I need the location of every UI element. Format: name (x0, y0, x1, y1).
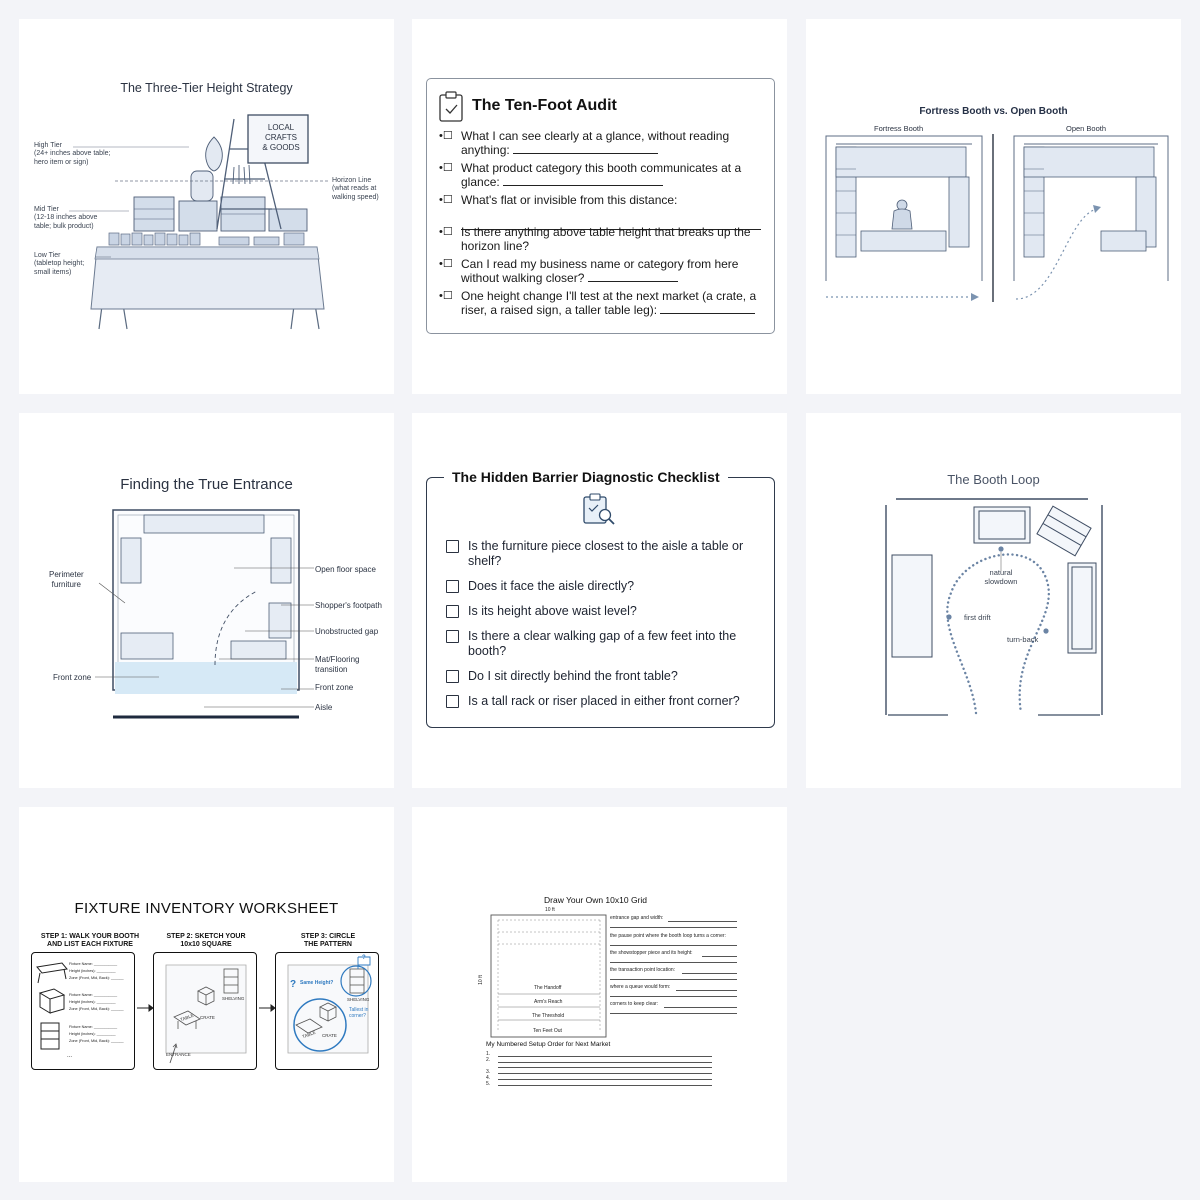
zone-threshold: The Threshold (532, 1013, 565, 1019)
prompt-entrance: entrance gap and width: (610, 915, 664, 921)
high-tier-label: High Tier(24+ inches above table;hero it… (34, 142, 111, 166)
panel-hidden-barrier: The Hidden Barrier Diagnostic Checklist … (412, 413, 787, 788)
list-item: Is the furniture piece closest to the ai… (446, 539, 766, 569)
table-illustration (69, 114, 329, 330)
step-1-box: Fixture Name: ___________Height (inches)… (31, 952, 135, 1070)
prompt-showstopper: the showstopper piece and its height: (610, 950, 693, 956)
fixture-fields-2: Fixture Name: ___________Height (inches)… (69, 993, 124, 1011)
list-item: What's flat or invisible from this dista… (439, 193, 764, 230)
step-arrows (137, 1004, 276, 1012)
grid-frame (490, 914, 607, 1038)
checklist: Is the furniture piece closest to the ai… (446, 539, 766, 719)
zone-ten-feet: Ten Feet Out (533, 1028, 562, 1034)
list-item: Can I read my business name or category … (439, 257, 764, 285)
audit-title: The Ten-Foot Audit (472, 97, 617, 114)
pattern-q-mark: ? (290, 979, 297, 990)
pattern-illustration (287, 956, 372, 1054)
panel-three-tier: The Three-Tier Height Strategy (19, 19, 394, 394)
panel-title: The Booth Loop (947, 472, 1040, 487)
low-tier-label: Low Tier(tabletop height;small items) (34, 252, 85, 276)
list-item: Does it face the aisle directly? (446, 579, 766, 594)
sketch-crate-label: CRATE (200, 1015, 215, 1020)
list-item: What I can see clearly at a glance, with… (439, 129, 764, 157)
list-item: Is there anything above table height tha… (439, 225, 764, 253)
sketch-entrance-label: ENTRANCE (166, 1052, 191, 1057)
order-num: 2. (486, 1057, 491, 1063)
pattern-same-height-label: Same Height? (300, 980, 334, 986)
footpath-label: Shopper's footpath (315, 601, 382, 610)
first-drift-label: first drift (964, 613, 991, 622)
prompt-queue: where a queue would form: (610, 984, 671, 990)
list-item: Is its height above waist level? (446, 604, 766, 619)
order-num: 3. (486, 1069, 491, 1075)
prompt-pause: the pause point where the booth loop tur… (610, 933, 726, 939)
panel-title: Fortress Booth vs. Open Booth (919, 106, 1068, 117)
order-num: 1. (486, 1051, 491, 1057)
turn-back-label: turn-back (1007, 635, 1039, 644)
worksheet-title: FIXTURE INVENTORY WORKSHEET (74, 900, 339, 917)
order-num: 4. (486, 1075, 491, 1081)
fixture-fields-3: Fixture Name: ___________Height (inches)… (69, 1025, 124, 1043)
booth-loop-illustration (885, 498, 1103, 716)
fortress-label: Fortress Booth (874, 124, 924, 133)
grid-title: Draw Your Own 10x10 Grid (544, 895, 647, 905)
sketch-illustration (165, 964, 247, 1064)
checklist-title: The Hidden Barrier Diagnostic Checklist (444, 469, 728, 485)
audit-list: What I can see clearly at a glance, with… (439, 129, 764, 321)
gap-label: Unobstructed gap (315, 627, 379, 636)
list-item: Is a tall rack or riser placed in either… (446, 694, 766, 709)
clipboard-icon (439, 91, 463, 122)
open-label: Open Booth (1066, 124, 1107, 133)
front-zone-left-label: Front zone (53, 673, 92, 682)
front-zone-right-label: Front zone (315, 683, 354, 692)
zone-handoff: The Handoff (534, 985, 562, 991)
pattern-crate-label: CRATE (322, 1033, 337, 1038)
pattern-flag-q: ? (362, 955, 366, 961)
zone-arms-reach: Arm's Reach (534, 999, 563, 1005)
sketch-shelving-label: SHELVING (222, 996, 245, 1001)
prompt-transaction: the transaction point location: (610, 967, 676, 973)
panel-ten-foot-audit: The Ten-Foot Audit What I can see clearl… (412, 19, 787, 394)
panel-draw-grid: Draw Your Own 10x10 Grid 10 ft 10 ft The… (412, 807, 787, 1182)
list-item: One height change I'll test at the next … (439, 289, 764, 317)
audit-card: The Ten-Foot Audit What I can see clearl… (426, 78, 775, 334)
order-title: My Numbered Setup Order for Next Market (486, 1041, 611, 1048)
panel-title: Finding the True Entrance (120, 476, 293, 493)
ellipsis: ... (67, 1053, 73, 1059)
fixture-icons (36, 962, 68, 1050)
top-dimension: 10 ft (545, 907, 555, 913)
open-floor-label: Open floor space (315, 565, 376, 574)
step-2-box: SHELVING CRATE TABLE ENTRANCE (153, 952, 257, 1070)
entrance-floor-plan (95, 509, 314, 719)
order-num: 5. (486, 1081, 491, 1087)
clipboard-magnifier-icon (583, 493, 615, 525)
list-item: Is there a clear walking gap of a few fe… (446, 629, 766, 659)
panel-fortress-vs-open: Fortress Booth vs. Open Booth Fortress B… (806, 19, 1181, 394)
list-item: What product category this booth communi… (439, 161, 764, 189)
prompt-corners: corners to keep clear: (610, 1001, 659, 1007)
aisle-label: Aisle (315, 703, 333, 712)
list-item: Do I sit directly behind the front table… (446, 669, 766, 684)
fixture-fields-1: Fixture Name: ___________Height (inches)… (69, 962, 124, 980)
booth-comparison-illustration (825, 134, 1169, 302)
panel-fixture-worksheet: FIXTURE INVENTORY WORKSHEET STEP 1: WALK… (19, 807, 394, 1182)
pattern-shelving-label: SHELVING (347, 997, 370, 1002)
panel-title: The Three-Tier Height Strategy (120, 81, 293, 95)
